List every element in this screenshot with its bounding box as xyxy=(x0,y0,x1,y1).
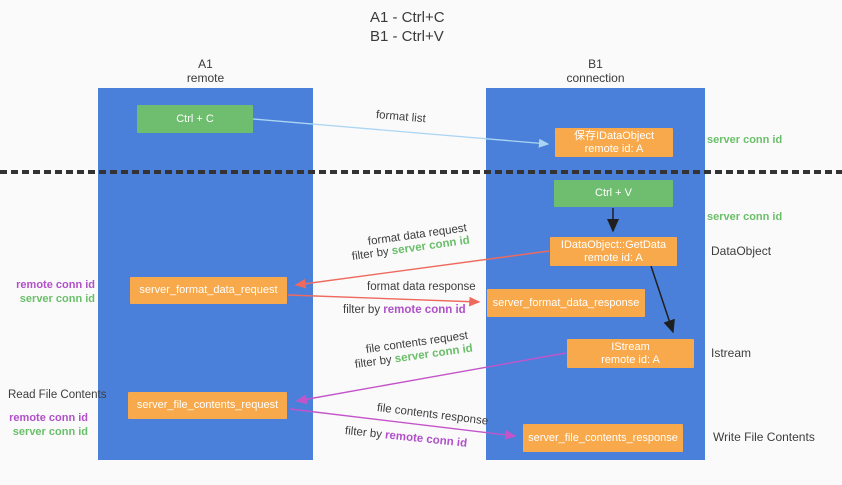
dataobject-label: DataObject xyxy=(711,244,772,258)
filter-by-remote-conn-id-1: filter by remote conn id xyxy=(343,304,466,316)
write-file-contents-label: Write File Contents xyxy=(713,430,815,444)
remote-conn-id-text: remote conn id xyxy=(384,429,468,450)
format-list-label: format list xyxy=(375,109,427,126)
file-request-box: server_file_contents_request xyxy=(128,392,287,419)
read-file-contents-label: Read File Contents xyxy=(8,389,107,401)
filter-by-text: filter by xyxy=(354,353,396,371)
istream-side-label: Istream xyxy=(711,346,752,360)
save-idataobject-box: 保存IDataObject remote id: A xyxy=(555,128,673,157)
lifeline-b1-header: B1 connection xyxy=(486,57,705,85)
lifeline-b1-role: connection xyxy=(566,71,625,85)
istream-line2: remote id: A xyxy=(601,353,660,366)
remote-conn-id-left-1: remote conn id xyxy=(16,279,95,291)
file-contents-response-label: file contents response xyxy=(376,402,489,428)
server-conn-id-left-1: server conn id xyxy=(19,293,95,305)
format-response-box: server_format_data_response xyxy=(487,289,645,317)
conn-id-group-1: remote conn id server conn id xyxy=(0,278,95,306)
file-response-box: server_file_contents_response xyxy=(523,424,683,452)
conn-id-group-2: remote conn id server conn id xyxy=(0,411,88,439)
title-line-2: B1 - Ctrl+V xyxy=(370,28,444,45)
getdata-line1: IDataObject::GetData xyxy=(560,238,667,251)
ctrl-v-label: Ctrl + V xyxy=(595,187,632,199)
getdata-box: IDataObject::GetData remote id: A xyxy=(550,237,677,266)
format-data-response-label: format data response xyxy=(367,281,476,293)
lifeline-a1-header: A1 remote xyxy=(98,57,313,85)
ctrl-c-label: Ctrl + C xyxy=(176,112,214,125)
format-request-box: server_format_data_request xyxy=(130,277,287,304)
server-conn-id-right-1: server conn id xyxy=(707,134,783,146)
file-response-label: server_file_contents_response xyxy=(528,431,678,444)
istream-box: IStream remote id: A xyxy=(567,339,694,368)
format-request-label: server_format_data_request xyxy=(139,284,278,296)
format-data-response-arrow xyxy=(287,294,481,307)
filter-by-text: filter by xyxy=(351,245,393,263)
file-request-label: server_file_contents_request xyxy=(136,399,279,411)
ctrl-c-box: Ctrl + C xyxy=(137,105,253,133)
diagram-title: A1 - Ctrl+C B1 - Ctrl+V xyxy=(370,8,445,46)
server-conn-id-right-2: server conn id xyxy=(707,211,783,223)
filter-by-text: filter by xyxy=(344,425,386,442)
lifeline-b1-name: B1 xyxy=(588,57,603,71)
save-idataobject-line2: remote id: A xyxy=(584,142,644,155)
remote-conn-id-left-2: remote conn id xyxy=(9,412,88,424)
format-response-label: server_format_data_response xyxy=(492,296,640,309)
save-idataobject-line1: 保存IDataObject xyxy=(573,129,655,142)
lifeline-a1-role: remote xyxy=(186,71,225,85)
server-conn-id-left-2: server conn id xyxy=(12,426,88,438)
lifeline-a1-name: A1 xyxy=(198,57,213,71)
title-line-1: A1 - Ctrl+C xyxy=(370,9,445,26)
remote-conn-id-text: remote conn id xyxy=(383,304,466,316)
filter-by-remote-conn-id-2: filter by remote conn id xyxy=(344,425,467,450)
divider-dotted-line xyxy=(0,170,842,174)
getdata-line2: remote id: A xyxy=(584,251,643,264)
filter-by-text: filter by xyxy=(343,304,384,316)
istream-line1: IStream xyxy=(611,340,650,353)
ctrl-v-box: Ctrl + V xyxy=(554,180,673,207)
